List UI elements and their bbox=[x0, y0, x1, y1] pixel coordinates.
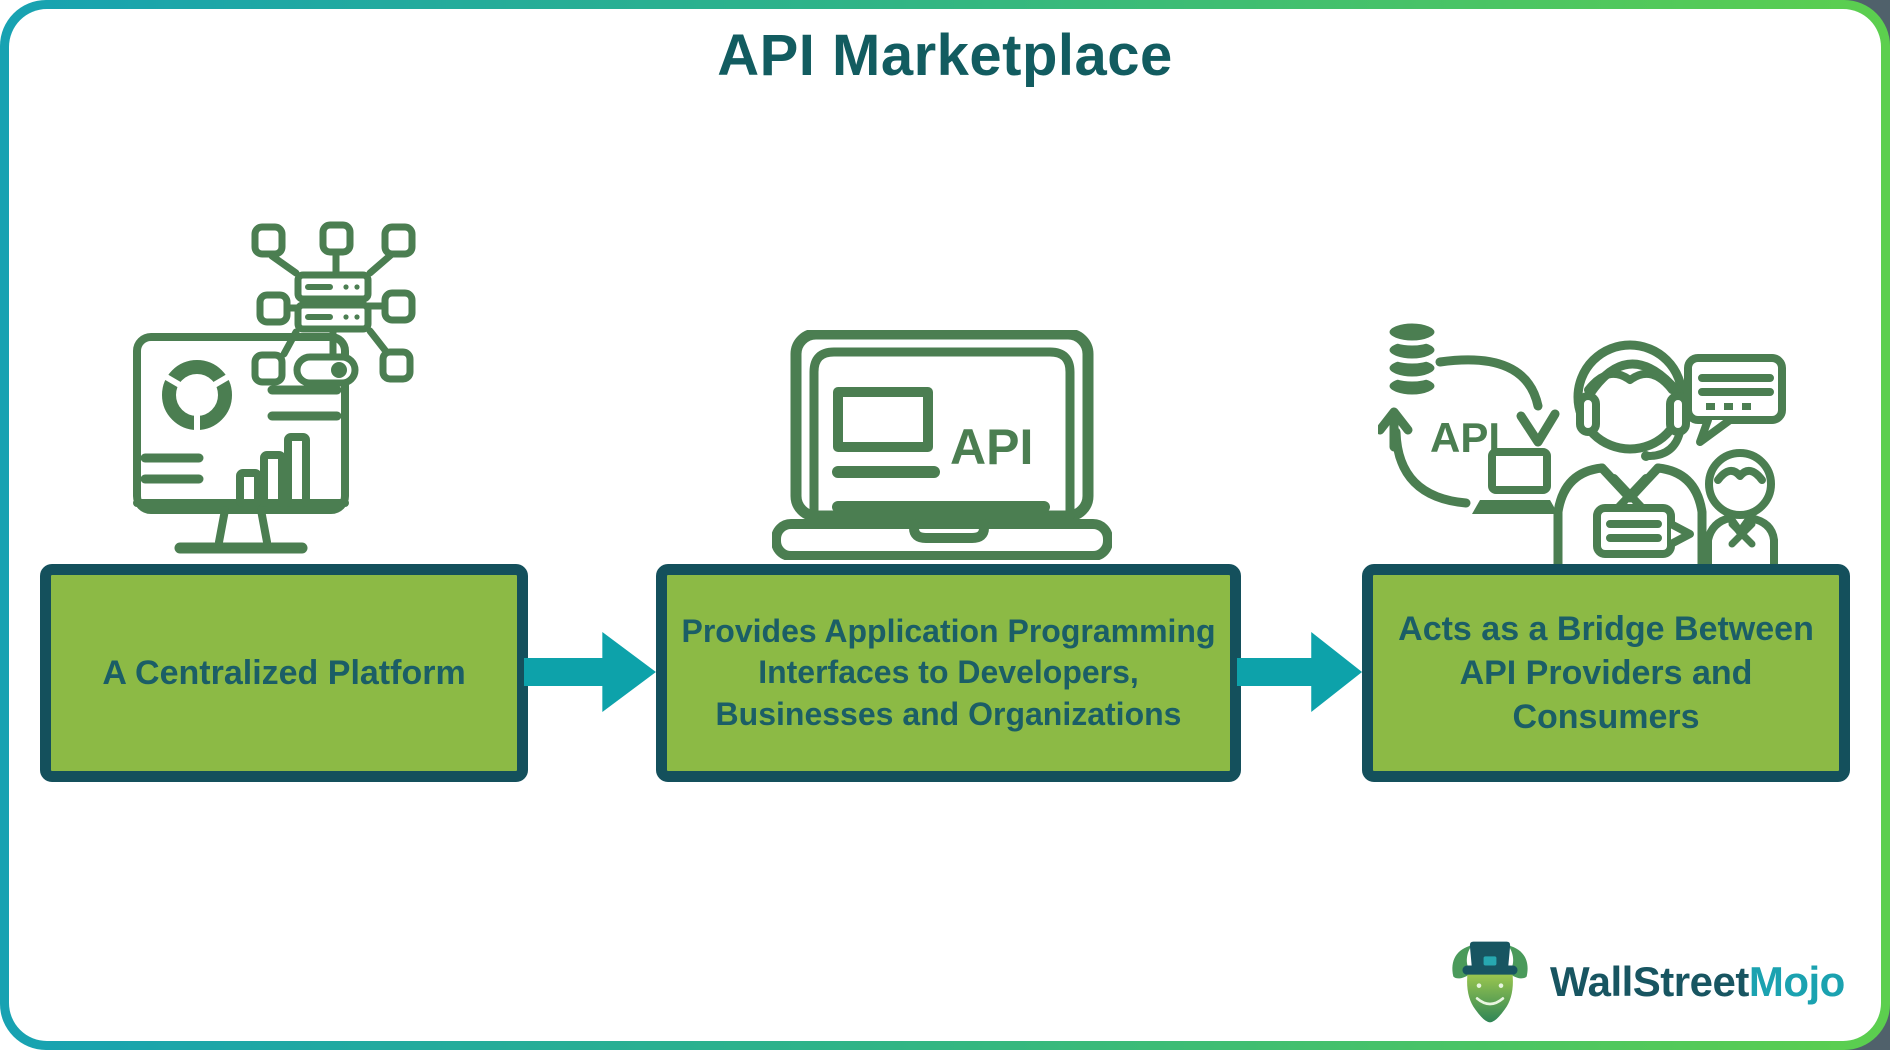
consumer-person-icon bbox=[1704, 449, 1778, 567]
logo-wordmark: WallStreetMojo bbox=[1550, 958, 1845, 1006]
text-lines-left bbox=[140, 453, 204, 484]
laptop-api-icon: API bbox=[772, 330, 1112, 560]
flow-box-label: A Centralized Platform bbox=[102, 653, 466, 692]
laptop-screen bbox=[790, 330, 1094, 522]
server-icon bbox=[294, 271, 372, 333]
analytics-monitor-network-icon bbox=[133, 221, 416, 554]
logo-text-accent: Mojo bbox=[1748, 958, 1845, 1005]
toggle-pill-icon bbox=[293, 353, 359, 387]
flow-box-centralized-platform: A Centralized Platform bbox=[40, 564, 528, 782]
server-leds bbox=[305, 284, 360, 320]
flow-arrow-right-icon bbox=[1237, 632, 1363, 712]
flow-box-bridge: Acts as a Bridge Between API Providers a… bbox=[1362, 564, 1850, 782]
small-laptop-icon bbox=[1472, 448, 1558, 514]
laptop-base bbox=[772, 519, 1112, 560]
flow-box-label: Acts as a Bridge Between API Providers a… bbox=[1398, 609, 1814, 737]
chat-bubble-icon bbox=[1593, 504, 1694, 558]
browser-window-icon bbox=[833, 387, 933, 452]
speech-bubble-icon bbox=[1684, 354, 1786, 446]
flow-box-label: Provides Application Programming Interfa… bbox=[681, 612, 1216, 732]
laptop-api-label: API bbox=[950, 419, 1033, 475]
flow-box-provides-apis: Provides Application Programming Interfa… bbox=[656, 564, 1241, 782]
wallstreetmojo-logo: WallStreetMojo bbox=[1446, 938, 1845, 1026]
api-bridge-people-icon: API bbox=[1378, 318, 1786, 567]
page-title: API Marketplace bbox=[717, 23, 1173, 88]
database-icon bbox=[1384, 318, 1440, 400]
flow-arrow-right-icon bbox=[524, 632, 656, 712]
text-lines-right bbox=[267, 385, 342, 421]
bar-chart-icon bbox=[236, 433, 310, 507]
network-nodes bbox=[251, 221, 416, 386]
api-cycle-arrows bbox=[1378, 355, 1560, 508]
api-cycle-label: API bbox=[1430, 414, 1500, 461]
support-agent-icon bbox=[1553, 340, 1707, 567]
donut-chart-icon bbox=[158, 360, 236, 440]
logo-text-primary: WallStreet bbox=[1550, 958, 1749, 1005]
bull-with-top-hat-icon bbox=[1452, 941, 1528, 1023]
